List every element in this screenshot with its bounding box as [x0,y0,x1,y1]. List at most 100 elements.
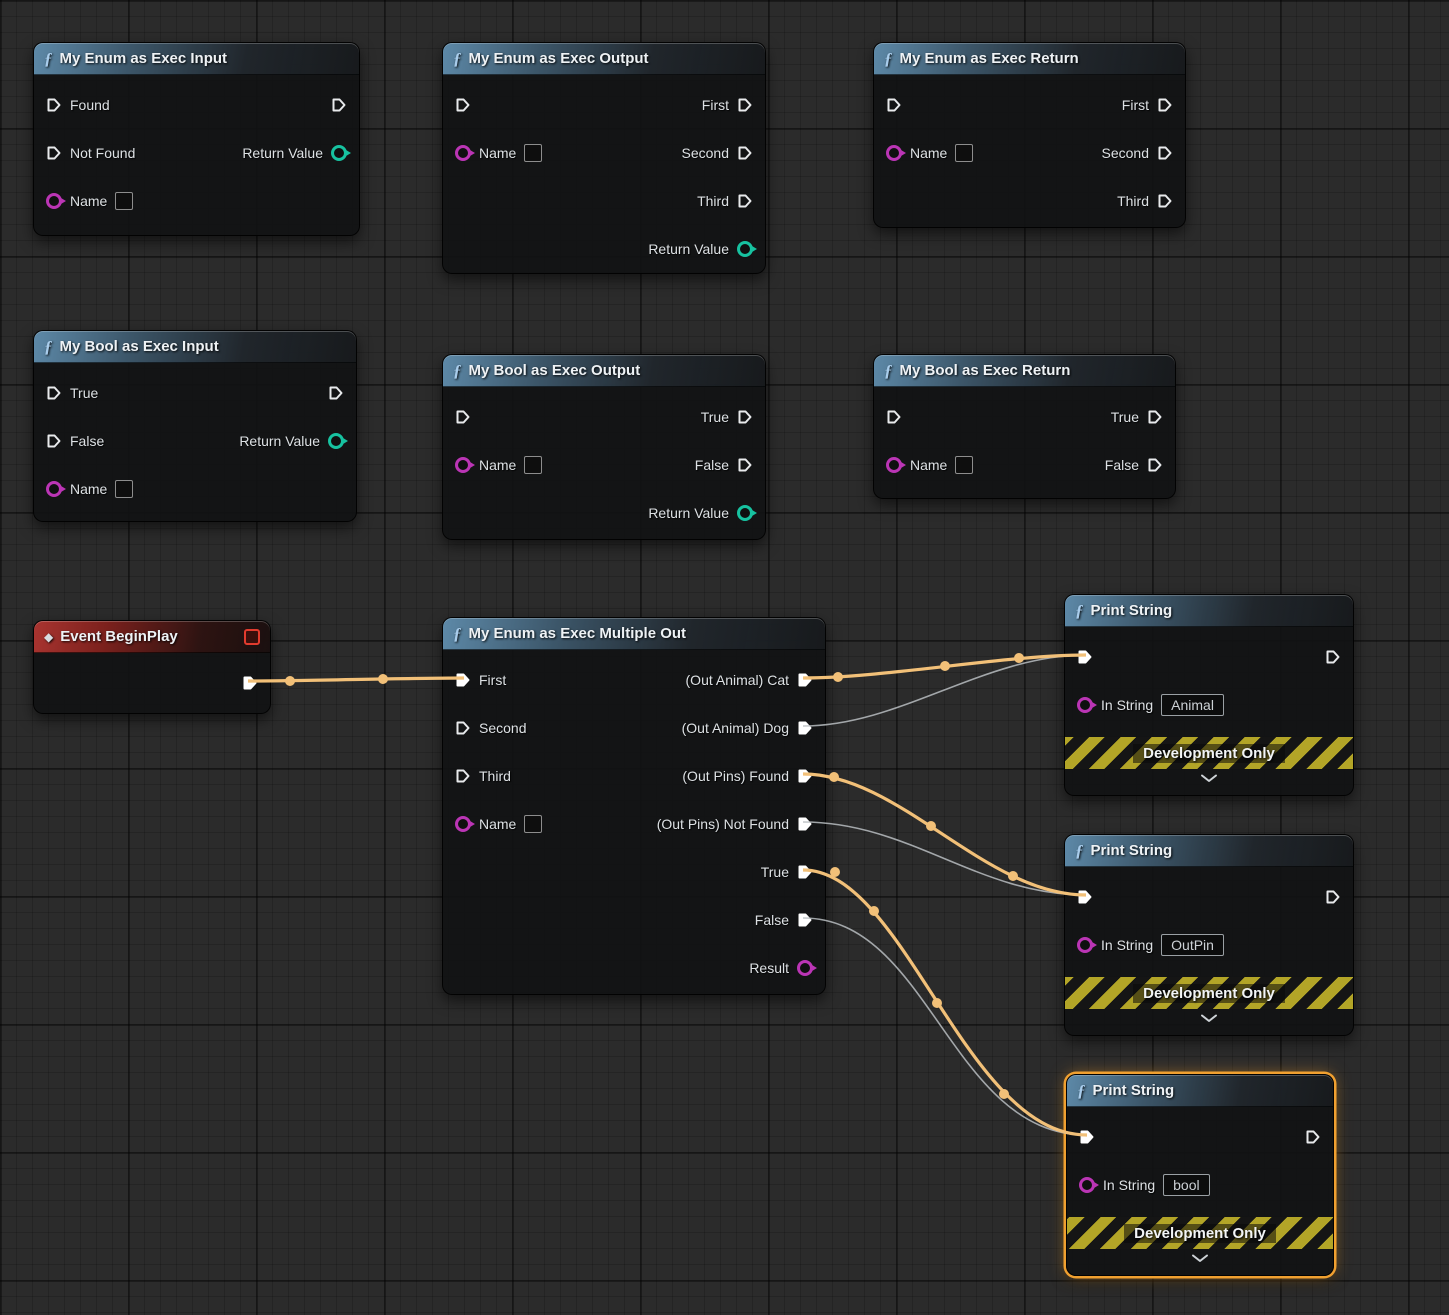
exec-in-pin[interactable] [455,409,471,425]
in-string-pin[interactable] [1077,697,1097,713]
return-value-pin[interactable] [328,433,348,449]
exec-out-pin-true[interactable] [1147,409,1163,425]
result-output-pin[interactable] [797,960,817,976]
name-input-pin[interactable] [886,457,906,473]
node-header[interactable]: ƒ My Bool as Exec Output [443,355,765,387]
name-default-checkbox[interactable] [524,815,543,833]
exec-out-pin-first[interactable] [737,97,753,113]
node-header[interactable]: ƒ Print String [1065,835,1353,867]
exec-in-pin-first[interactable] [455,672,471,688]
exec-out-pin-second[interactable] [1157,145,1173,161]
node-header[interactable]: ƒ My Enum as Exec Input [34,43,359,75]
node-header[interactable]: ƒ My Enum as Exec Multiple Out [443,618,825,650]
exec-out-pin-false[interactable] [797,912,813,928]
node-header[interactable]: ƒ Print String [1065,595,1353,627]
name-default-checkbox[interactable] [115,480,134,498]
exec-out-pin-first[interactable] [1157,97,1173,113]
collapse-chevron-icon[interactable] [1065,1009,1353,1025]
pin-label: Name [70,481,108,497]
collapse-chevron-icon[interactable] [1065,769,1353,785]
name-input-pin[interactable] [886,145,906,161]
exec-in-pin[interactable] [886,409,902,425]
name-default-checkbox[interactable] [955,456,974,474]
exec-out-pin-second[interactable] [737,145,753,161]
exec-out-pin-false[interactable] [1147,457,1163,473]
node-my-bool-as-exec-input[interactable]: ƒ My Bool as Exec Input True False Retur… [33,330,357,522]
name-default-checkbox[interactable] [524,456,543,474]
node-title: Print String [1090,842,1173,859]
in-string-value[interactable]: bool [1163,1174,1210,1196]
exec-in-pin[interactable] [1077,649,1093,665]
exec-out-pin-true[interactable] [797,864,813,880]
node-my-bool-as-exec-return[interactable]: ƒ My Bool as Exec Return True Name False [873,354,1176,499]
name-input-pin[interactable] [455,816,475,832]
node-my-enum-as-exec-return[interactable]: ƒ My Enum as Exec Return First Name Seco… [873,42,1186,228]
exec-out-pin[interactable] [242,675,258,691]
exec-in-pin[interactable] [886,97,902,113]
exec-out-pin-found[interactable] [797,768,813,784]
node-title: Print String [1092,1082,1175,1099]
node-event-begin-play[interactable]: ◆ Event BeginPlay [33,620,271,714]
exec-out-pin-third[interactable] [737,193,753,209]
node-header[interactable]: ◆ Event BeginPlay [34,621,270,653]
exec-out-pin-cat[interactable] [797,672,813,688]
pin-label: Third [697,193,729,209]
exec-in-pin[interactable] [1077,889,1093,905]
exec-in-pin-false[interactable] [46,433,62,449]
name-input-pin[interactable] [46,193,66,209]
name-input-pin[interactable] [455,145,475,161]
in-string-pin[interactable] [1079,1177,1099,1193]
name-input-pin[interactable] [46,481,66,497]
exec-in-pin-not-found[interactable] [46,145,62,161]
pin-label: Return Value [239,433,320,449]
exec-out-pin-false[interactable] [737,457,753,473]
collapse-chevron-icon[interactable] [1067,1249,1333,1265]
node-header[interactable]: ƒ My Enum as Exec Output [443,43,765,75]
node-my-enum-as-exec-output[interactable]: ƒ My Enum as Exec Output First Name Seco… [442,42,766,274]
pin-label: (Out Animal) Dog [681,720,789,736]
node-header[interactable]: ƒ My Bool as Exec Input [34,331,356,363]
node-print-string-2[interactable]: ƒ Print String In String OutPin Developme… [1064,834,1354,1036]
name-input-pin[interactable] [455,457,475,473]
exec-out-pin-third[interactable] [1157,193,1173,209]
node-my-enum-as-exec-multiple-out[interactable]: ƒ My Enum as Exec Multiple Out First (Ou… [442,617,826,995]
pin-label: True [70,385,99,401]
node-my-bool-as-exec-output[interactable]: ƒ My Bool as Exec Output True Name False… [442,354,766,540]
exec-in-pin-second[interactable] [455,720,471,736]
pin-label: In String [1101,697,1154,713]
return-value-pin[interactable] [737,241,757,257]
in-string-pin[interactable] [1077,937,1097,953]
pin-label: Return Value [648,241,729,257]
pin-label: In String [1101,937,1154,953]
exec-in-pin-third[interactable] [455,768,471,784]
exec-out-pin-dog[interactable] [797,720,813,736]
exec-in-pin-found[interactable] [46,97,62,113]
exec-out-pin[interactable] [1305,1129,1321,1145]
return-value-pin[interactable] [737,505,757,521]
exec-in-pin-true[interactable] [46,385,62,401]
node-header[interactable]: ƒ My Bool as Exec Return [874,355,1175,387]
exec-out-pin[interactable] [1325,649,1341,665]
pin-label: (Out Pins) Found [682,768,789,784]
in-string-value[interactable]: OutPin [1161,934,1224,956]
exec-in-pin[interactable] [455,97,471,113]
name-default-checkbox[interactable] [524,144,543,162]
exec-in-pin[interactable] [1079,1129,1095,1145]
pin-label: Third [479,768,511,784]
name-default-checkbox[interactable] [955,144,974,162]
exec-out-pin[interactable] [1325,889,1341,905]
node-header[interactable]: ƒ My Enum as Exec Return [874,43,1185,75]
exec-out-pin[interactable] [331,97,347,113]
exec-out-pin-true[interactable] [737,409,753,425]
return-value-pin[interactable] [331,145,351,161]
exec-out-pin[interactable] [328,385,344,401]
development-only-banner: Development Only [1065,977,1353,1009]
node-header[interactable]: ƒ Print String [1067,1075,1333,1107]
node-my-enum-as-exec-input[interactable]: ƒ My Enum as Exec Input Found Not Found … [33,42,360,236]
in-string-value[interactable]: Animal [1161,694,1224,716]
name-default-checkbox[interactable] [115,192,134,210]
exec-out-pin-not-found[interactable] [797,816,813,832]
